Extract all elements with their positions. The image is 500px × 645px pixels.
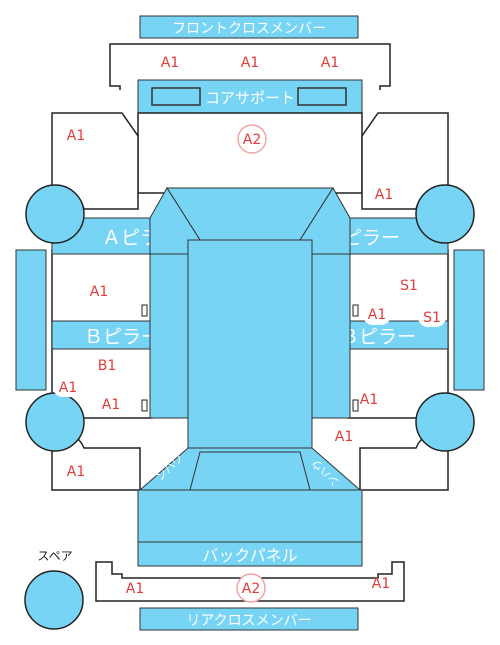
rear-bumper-outline <box>95 561 405 602</box>
code-quarter-left: A1 <box>67 464 85 480</box>
code-front-a1-2: A1 <box>241 55 259 71</box>
spare-label: スペア <box>37 549 72 563</box>
code-rear-door-right-a1: A1 <box>360 392 378 408</box>
code-fender-left: A1 <box>67 128 85 144</box>
code-front-door-left: A1 <box>90 284 108 300</box>
door-handle-left-rear <box>141 399 148 412</box>
code-hood-a2: A2 <box>243 132 261 148</box>
roof <box>187 239 313 449</box>
side-sill-right <box>453 249 485 391</box>
door-handle-left-front <box>141 304 148 317</box>
code-rear-a1-right: A1 <box>372 576 390 592</box>
code-front-a1-3: A1 <box>321 55 339 71</box>
front-bumper-outline <box>109 43 391 90</box>
code-fender-right: A1 <box>375 187 393 203</box>
code-rear-wheel-left: A1 <box>59 380 77 396</box>
wheel-rear-right <box>415 392 475 452</box>
code-rear-a1-left: A1 <box>126 581 144 597</box>
rear-window <box>189 451 311 491</box>
door-handle-right-rear <box>352 399 359 412</box>
code-front-door-right-s1: S1 <box>400 278 418 294</box>
side-sill-left <box>15 249 47 391</box>
code-front-door-right-s1b: S1 <box>423 310 441 326</box>
code-rear-a2: A2 <box>242 581 260 597</box>
inner-rail-left <box>149 253 191 419</box>
rear-cross-member-label: リアクロスメンバー <box>186 613 311 629</box>
spare-tire <box>24 570 84 630</box>
door-handle-right-front <box>352 304 359 317</box>
code-rear-ring <box>236 573 266 603</box>
wheel-front-right <box>415 184 475 244</box>
back-panel-label: バックパネル <box>202 546 297 565</box>
code-front-door-right-a1: A1 <box>368 307 386 323</box>
headlight-right <box>297 87 347 106</box>
wheel-front-left <box>25 184 85 244</box>
b-pillar-right-label: Ｂピラー <box>340 326 416 348</box>
code-rear-door-left-a1: A1 <box>102 397 120 413</box>
inner-rail-right <box>309 253 351 419</box>
front-cross-member-label: フロントクロスメンバー <box>172 21 326 37</box>
wheel-rear-left <box>25 392 85 452</box>
rear-cross-member <box>139 607 359 631</box>
code-hood-ring <box>237 124 267 154</box>
headlight-left <box>151 87 201 106</box>
code-rear-door-left-b1: B1 <box>98 358 117 374</box>
trunk <box>137 489 363 543</box>
code-front-a1-1: A1 <box>161 55 179 71</box>
front-cross-member <box>139 15 359 39</box>
damage-codes: A1 A1 A1 A2 A1 A1 A1 S1 A1 S1 B1 A1 A1 A… <box>53 52 446 603</box>
b-pillar-left-label: Ｂピラー <box>84 326 160 348</box>
back-panel <box>137 541 363 567</box>
code-quarter-right: A1 <box>335 429 353 445</box>
radiator-support-label: コアサポート <box>205 89 295 107</box>
